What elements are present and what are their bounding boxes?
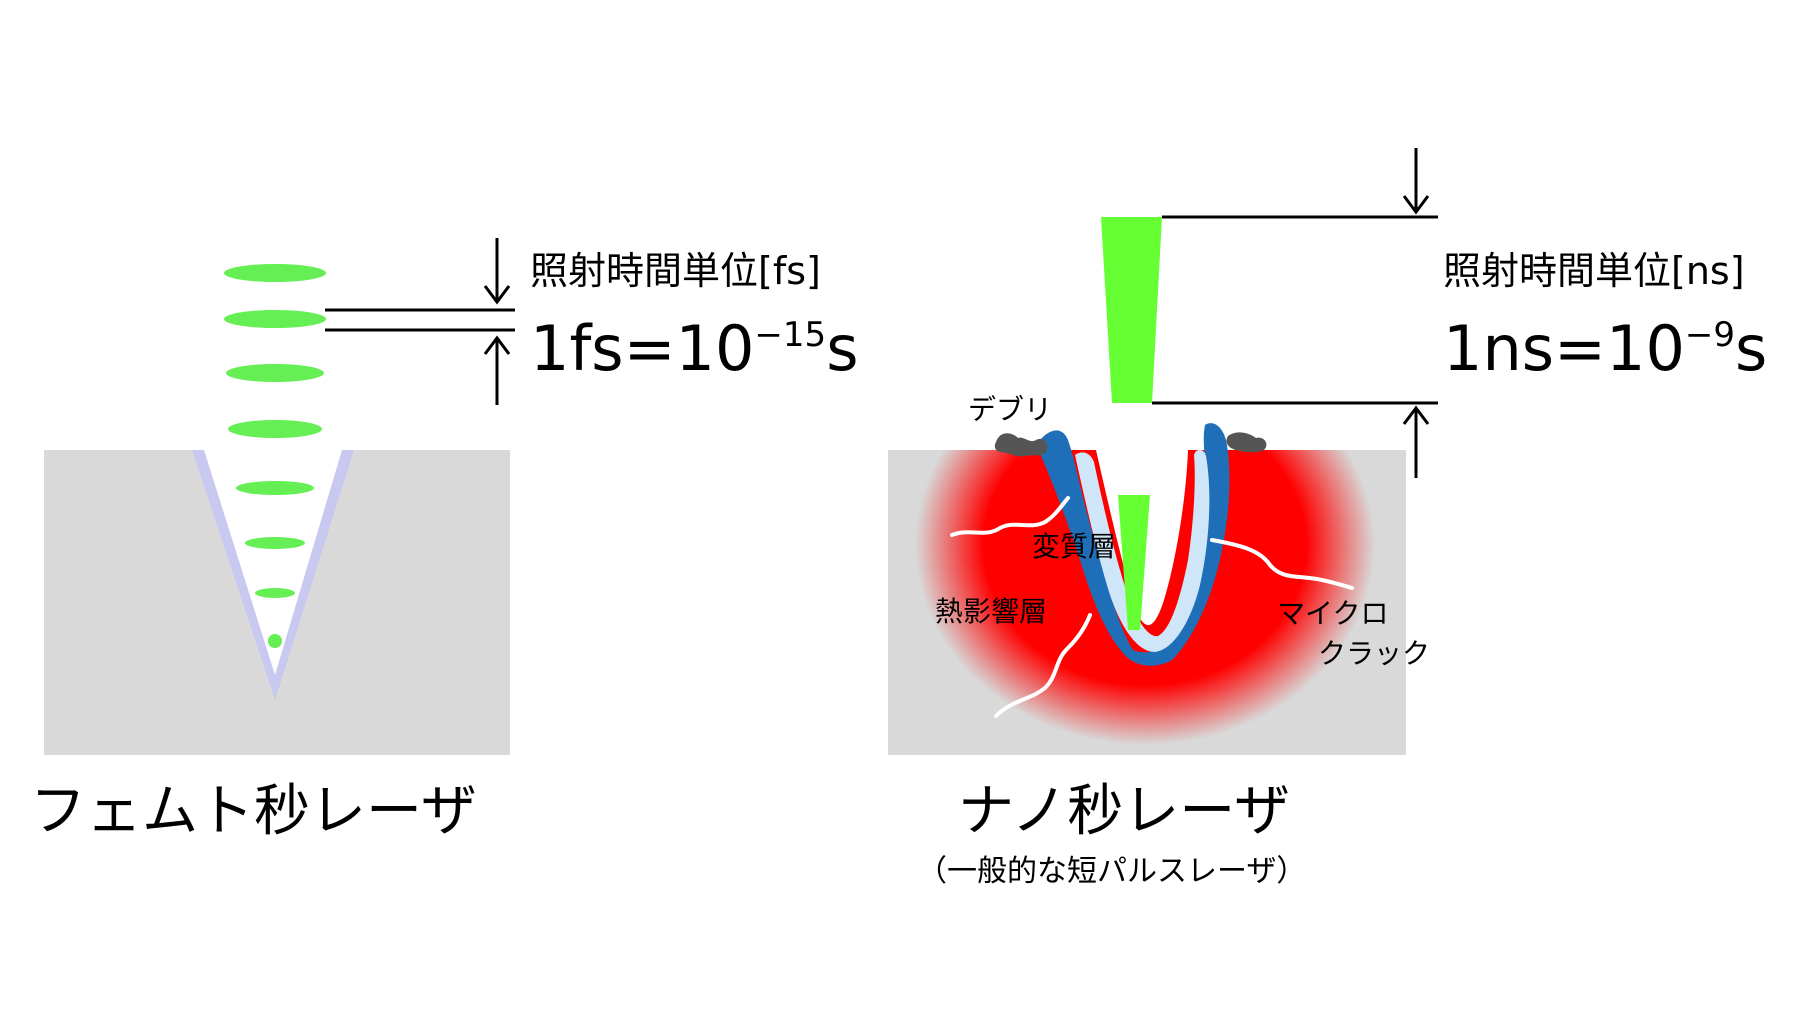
femto-formula-suffix: s <box>826 312 859 385</box>
femto-pulse <box>255 588 295 598</box>
nano-subtitle: （一般的な短パルスレーザ） <box>917 854 1307 889</box>
femto-groove-cut <box>204 450 342 675</box>
femto-pulse <box>224 310 326 328</box>
microcrack <box>950 496 1070 537</box>
femto-pulse <box>224 264 326 282</box>
femto-pulse <box>236 481 314 495</box>
nano-unit-label: 照射時間単位[ns] <box>1443 249 1745 293</box>
microcrack-label-line2: クラック <box>1318 637 1431 670</box>
debris-left <box>994 433 1048 457</box>
debris-label: デブリ <box>968 393 1053 426</box>
altered-layer-label: 変質層 <box>1032 530 1117 563</box>
nano-arrow-down <box>1402 195 1430 215</box>
nano-formula: 1ns=10−9s <box>1443 318 1767 380</box>
microcrack <box>994 613 1092 718</box>
femto-title: フェムト秒レーザ <box>30 779 477 844</box>
heat-affected-layer-label: 熱影響層 <box>935 595 1048 628</box>
femto-pulse <box>226 364 324 382</box>
nano-formula-exponent: −9 <box>1684 315 1736 355</box>
femto-unit-label: 照射時間単位[fs] <box>530 249 821 293</box>
nano-formula-base: 1ns=10 <box>1443 312 1685 385</box>
debris-right <box>1226 432 1267 453</box>
microcracks <box>950 496 1354 718</box>
femto-pulse <box>245 537 305 549</box>
nano-title: ナノ秒レーザ <box>958 779 1291 844</box>
femto-formula-exponent: −15 <box>754 315 827 355</box>
nano-arrow-up <box>1402 405 1430 425</box>
femto-arrow-up <box>483 335 511 355</box>
femto-dimension <box>325 238 515 405</box>
femto-formula-base: 1fs=10 <box>530 312 755 385</box>
microcrack-label-line1: マイクロ <box>1277 597 1389 630</box>
light-blue-layer <box>1075 449 1210 652</box>
nano-formula-suffix: s <box>1735 312 1768 385</box>
femto-formula: 1fs=10−15s <box>530 318 859 380</box>
femto-pulse <box>268 634 282 648</box>
femto-pulse <box>228 420 322 438</box>
femto-arrow-down <box>483 285 511 305</box>
nano-beam-lower <box>1118 495 1150 630</box>
femto-pulse-train <box>224 264 326 648</box>
nano-dimension <box>1152 148 1438 478</box>
microcrack <box>1210 538 1354 590</box>
nano-beam-upper <box>1101 217 1162 403</box>
altered-layer <box>1036 423 1230 666</box>
